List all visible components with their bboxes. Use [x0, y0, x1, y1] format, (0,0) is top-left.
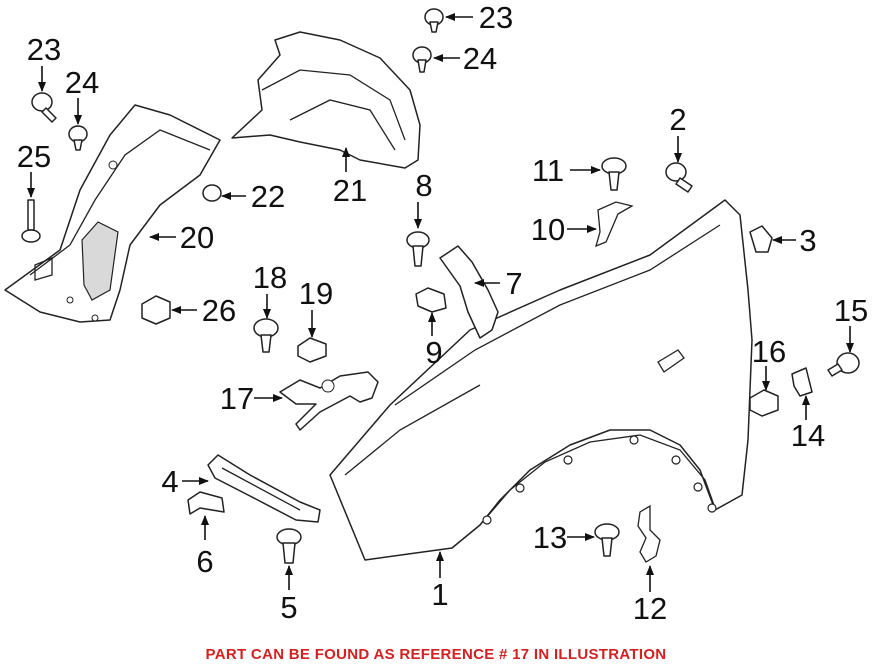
callout-12: 12: [633, 591, 667, 626]
fender-liner-rear-part: [231, 31, 421, 169]
callout-17: 17: [220, 381, 254, 416]
callout-23-top: 23: [479, 0, 513, 35]
callout-2: 2: [669, 102, 686, 137]
callout-1: 1: [431, 577, 448, 612]
callout-25: 25: [17, 139, 51, 174]
fender-parts-diagram: 1 2 3 4 5 6 7 8 9 10 11 12 13 14 15 16 1…: [4, 0, 868, 626]
bracket-part-7: [439, 245, 499, 339]
bolt-part-18: [253, 318, 279, 353]
fender-part: [329, 199, 753, 561]
callout-8: 8: [415, 168, 432, 203]
callout-5: 5: [280, 590, 297, 625]
leader-arrows: [27, 13, 854, 592]
callout-21: 21: [333, 173, 367, 208]
clip-part-6: [187, 491, 225, 515]
screw-part-23-left: [31, 92, 57, 123]
screw-part-2: [665, 162, 693, 193]
callout-7: 7: [505, 266, 522, 301]
nut-part-22: [202, 184, 222, 202]
bolt-part-8: [406, 231, 430, 267]
callout-10: 10: [531, 212, 565, 247]
bracket-part-10: [595, 201, 634, 248]
callout-24-left: 24: [65, 65, 99, 100]
callout-3: 3: [799, 223, 816, 258]
nut-part-19: [297, 337, 327, 363]
reference-note: PART CAN BE FOUND AS REFERENCE # 17 IN I…: [205, 646, 667, 663]
callout-9: 9: [425, 335, 442, 370]
callout-14: 14: [791, 418, 825, 453]
callout-22: 22: [251, 179, 285, 214]
callout-6: 6: [196, 544, 213, 579]
screw-part-15: [827, 352, 860, 377]
bracket-part-12: [637, 504, 661, 563]
bolt-part-11: [601, 157, 627, 191]
callout-11: 11: [532, 153, 564, 188]
bracket-part-4: [207, 454, 321, 523]
screw-part-23-top: [424, 8, 444, 33]
callout-23-left: 23: [27, 32, 61, 67]
fender-liner-front-part: [4, 104, 221, 323]
callout-24-top: 24: [463, 41, 497, 76]
bracket-part-17: [279, 371, 379, 431]
bolt-part-13: [594, 523, 620, 557]
callout-26: 26: [202, 293, 236, 328]
screw-part-24-top: [412, 46, 432, 73]
callout-4: 4: [161, 464, 178, 499]
nut-part-9: [415, 287, 447, 313]
nut-part-26: [141, 295, 171, 325]
bracket-part-14: [791, 367, 813, 397]
callout-20: 20: [180, 220, 214, 255]
stud-part-25: [21, 199, 41, 243]
bolt-part-5: [276, 528, 302, 564]
callout-13: 13: [533, 520, 567, 555]
screw-part-24-left: [68, 125, 88, 151]
callout-18: 18: [253, 260, 287, 295]
nut-part-3: [749, 225, 773, 253]
callout-15: 15: [834, 293, 868, 328]
callout-19: 19: [299, 276, 333, 311]
nut-part-16: [749, 389, 779, 417]
callout-16: 16: [752, 334, 786, 369]
